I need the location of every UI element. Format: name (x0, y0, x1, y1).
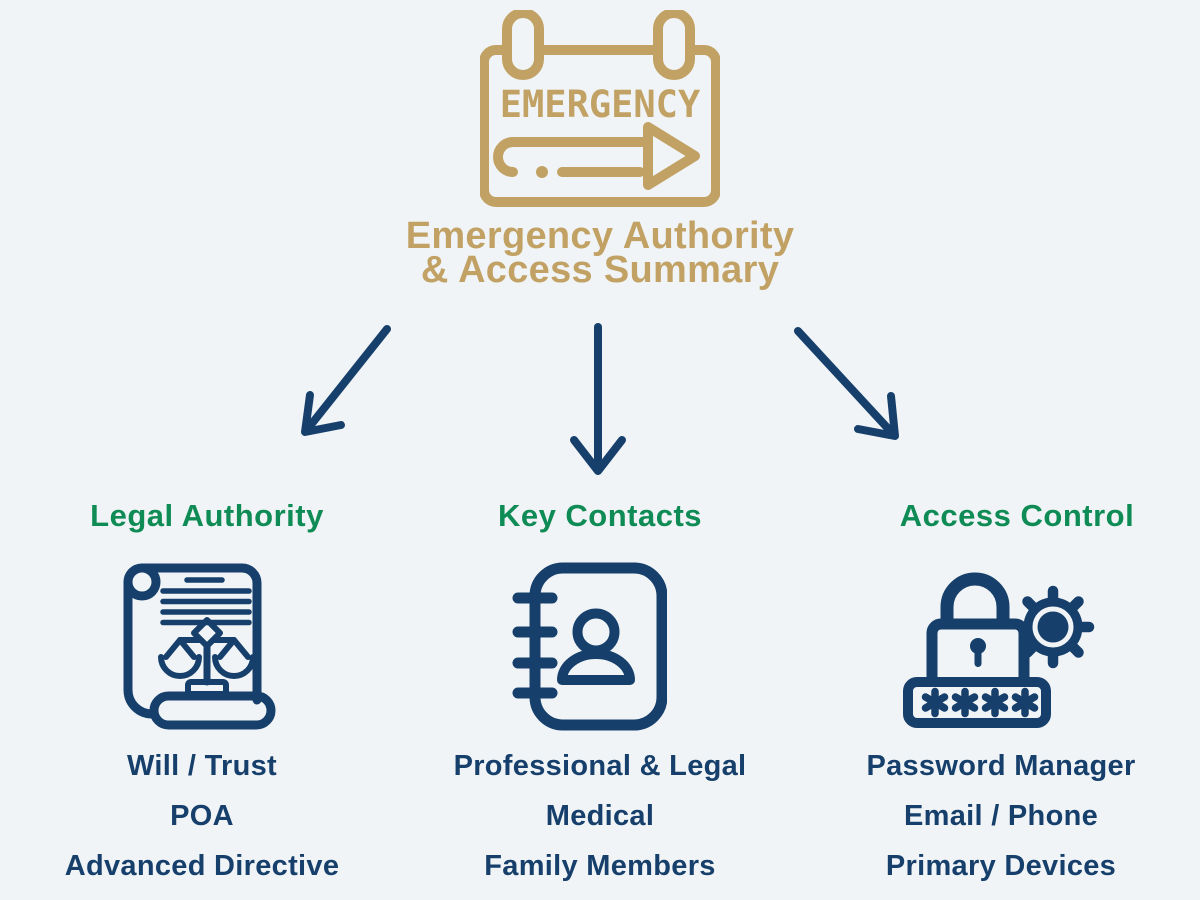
scales-of-justice (158, 617, 256, 697)
list-item: Primary Devices (885, 849, 1117, 882)
sign-post-left (502, 10, 544, 80)
person-silhouette (557, 608, 635, 685)
list-item: Family Members (484, 849, 716, 882)
column-header-access-control: Access Control (899, 498, 1135, 533)
legal-authority-items: Will / Trust POA Advanced Directive (32, 741, 372, 891)
padlock (926, 572, 1030, 693)
book-cover (529, 562, 667, 731)
sign-post-right (653, 10, 695, 80)
arrow-to-legal-authority (301, 325, 391, 436)
list-item: Password Manager (866, 749, 1136, 782)
list-item: Email / Phone (903, 799, 1099, 832)
key-contacts-items: Professional & Legal Medical Family Memb… (430, 741, 770, 891)
column-header-key-contacts: Key Contacts (497, 498, 703, 533)
list-item: Will / Trust (127, 749, 277, 782)
arrow-to-key-contacts (570, 323, 626, 475)
arrow-to-access-control (794, 327, 899, 440)
list-item: Advanced Directive (64, 849, 340, 882)
binder-tabs (512, 592, 558, 699)
diagram-title: Emergency Authority & Access Summary (0, 215, 1200, 291)
emergency-sign-icon: EMERGENCY (480, 10, 720, 207)
column-header-legal-authority: Legal Authority (90, 498, 324, 533)
title-line-1: Emergency Authority (405, 215, 795, 257)
keyhole (970, 638, 986, 654)
lock-gear-password-icon (903, 572, 1095, 728)
list-item: POA (170, 799, 234, 832)
sign-word: EMERGENCY (500, 83, 701, 126)
title-line-2: & Access Summary (420, 249, 780, 291)
contact-book-icon (512, 562, 667, 731)
legal-document-scales-icon (123, 563, 276, 730)
document-text-lines (160, 577, 252, 626)
access-control-items: Password Manager Email / Phone Primary D… (831, 741, 1171, 891)
password-asterisks (921, 687, 1039, 718)
sign-board (480, 45, 720, 207)
list-item: Medical (545, 799, 655, 832)
sign-arrow (493, 122, 700, 190)
list-item: Professional & Legal (453, 749, 747, 782)
password-field (903, 677, 1051, 728)
